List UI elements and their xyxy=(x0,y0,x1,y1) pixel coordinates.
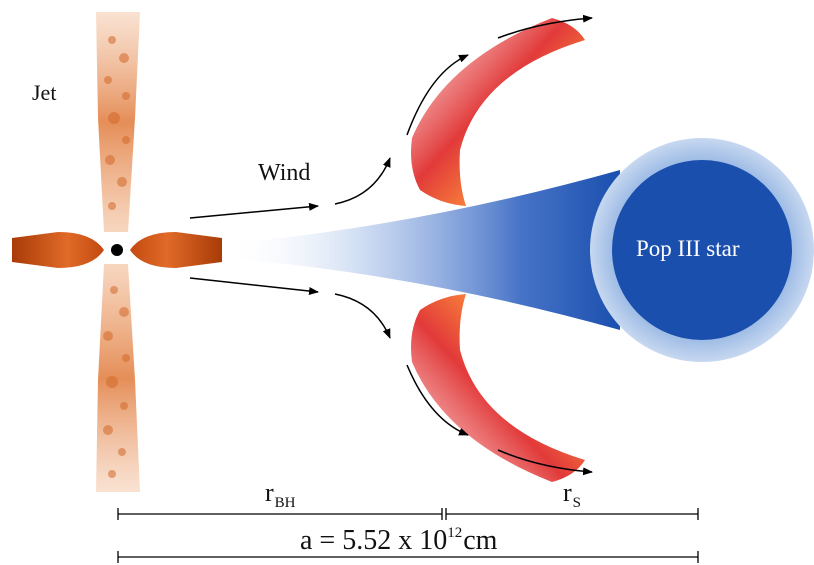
separation-label: a = 5.52 x 1012cm xyxy=(300,525,497,557)
star-label: Pop III star xyxy=(636,236,740,261)
star-core xyxy=(612,160,792,340)
jet-upper xyxy=(96,12,140,232)
flow-arrow-lower-outer xyxy=(497,449,593,476)
flow-arrow-lower-inner xyxy=(334,293,391,339)
r-bh-label: rBH xyxy=(265,478,296,512)
separation-value: a = 5.52 x 10 xyxy=(300,525,448,556)
separation-unit: cm xyxy=(463,525,498,556)
accretion-stream xyxy=(225,170,620,330)
wind-arrow-lower xyxy=(189,277,319,295)
r-bh-dimension xyxy=(117,508,443,520)
bow-shock-lower xyxy=(411,294,585,482)
separation-dimension xyxy=(117,551,699,563)
r-s-dimension xyxy=(445,508,699,520)
flow-arrow-upper-inner xyxy=(334,157,391,205)
r-bh-subscript: BH xyxy=(274,495,296,511)
flow-arrow-lower-shock xyxy=(406,364,469,436)
accretion-disk xyxy=(12,232,222,268)
separation-exponent: 12 xyxy=(447,525,463,541)
wind-label: Wind xyxy=(258,160,311,186)
r-s-subscript: S xyxy=(572,495,582,511)
wind-arrow-upper xyxy=(189,202,319,219)
r-s-label: rS xyxy=(563,478,581,512)
jet-label: Jet xyxy=(32,80,57,105)
r-bh-symbol: r xyxy=(265,478,274,507)
flow-arrow-upper-outer xyxy=(497,14,593,39)
jet-lower xyxy=(96,264,140,492)
r-s-symbol: r xyxy=(563,478,572,507)
bow-shock-upper xyxy=(411,18,585,206)
black-hole xyxy=(111,244,123,256)
flow-arrow-upper-shock xyxy=(406,54,469,136)
